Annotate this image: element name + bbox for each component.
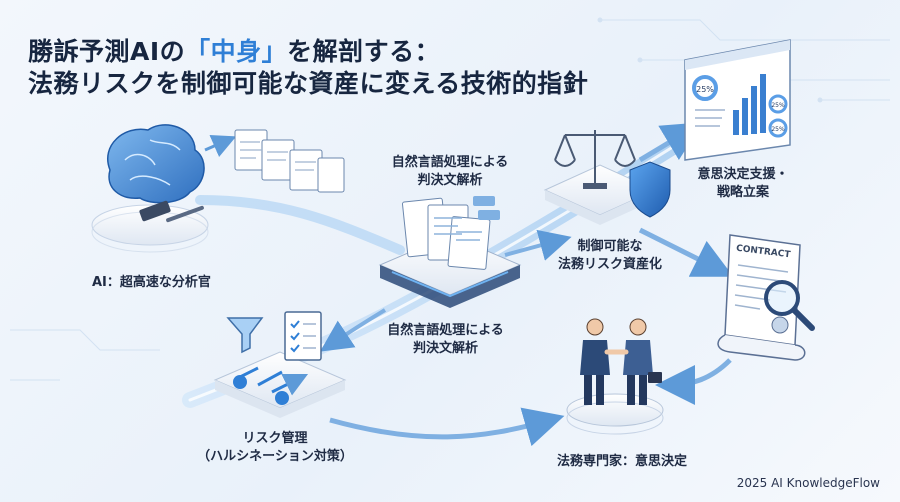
label-nlp-top-line1: 自然言語処理による	[391, 155, 509, 170]
ai-brain-node	[91, 124, 209, 253]
contract-document: CONTRACT	[717, 234, 815, 361]
check-circle-icon	[275, 391, 289, 405]
dashboard-bar	[742, 98, 748, 135]
arrow-to-asset	[504, 229, 572, 261]
brain-icon	[107, 124, 205, 204]
gauge-value-2: 25%	[771, 102, 785, 109]
shield-icon	[629, 161, 671, 218]
label-ai: AI：超高速な分析官	[92, 275, 211, 290]
dashboard-bar	[760, 74, 766, 133]
checklist-icon	[284, 311, 322, 361]
arrow-center-to-risk	[320, 308, 387, 352]
title-accent: 「中身」	[185, 37, 288, 66]
expert-platform	[566, 318, 664, 435]
magnifier-icon	[764, 280, 815, 331]
arrow-to-contract	[638, 227, 734, 277]
label-nlp-top: 自然言語処理による 判決文解析	[385, 154, 515, 190]
label-risk: リスク管理 （ハルシネーション対策）	[195, 430, 355, 466]
risk-management-platform	[213, 311, 347, 418]
label-nlp-top-line2: 判決文解析	[417, 173, 483, 188]
person-right-icon	[623, 318, 662, 405]
dashboard-bar	[751, 86, 757, 134]
title-prefix: 勝訴予測AIの	[28, 37, 186, 66]
docs-arrow	[204, 134, 237, 157]
arrow-contract-to-expert	[655, 358, 732, 405]
briefcase-icon	[648, 372, 662, 383]
label-asset: 制御可能な 法務リスク資産化	[545, 238, 675, 274]
label-decision-line2: 戦略立案	[716, 185, 769, 200]
gauge-value-1: 25%	[696, 85, 714, 94]
arrow-risk-to-expert	[329, 407, 565, 447]
title-line-2: 法務リスクを制御可能な資産に変える技術的指針	[28, 69, 589, 98]
arrow-to-decision	[638, 122, 703, 163]
label-nlp-bottom-line1: 自然言語処理による	[387, 323, 504, 338]
copyright: 2025 AI KnowledgeFlow	[736, 476, 880, 490]
label-decision: 意思決定支援・ 戦略立案	[688, 166, 798, 202]
funnel-icon	[226, 317, 264, 354]
label-asset-line1: 制御可能な	[577, 239, 643, 254]
label-decision-line1: 意思決定支援・	[697, 167, 789, 182]
stacked-documents-icon	[401, 196, 500, 270]
scales-icon	[554, 130, 636, 189]
person-left-icon	[580, 318, 610, 405]
title-line-1: 勝訴予測AIの「中身」を解剖する：	[28, 32, 440, 68]
gauge-value-3: 25%	[771, 126, 785, 133]
label-nlp-bottom: 自然言語処理による 判決文解析	[378, 322, 513, 358]
label-risk-line2: （ハルシネーション対策）	[197, 449, 353, 464]
dashboard-screen: 25% 25% 25%	[684, 39, 791, 161]
title-suffix: を解剖する：	[287, 37, 441, 66]
label-expert: 法務専門家：意思決定	[556, 454, 687, 469]
data-stream-top	[195, 195, 405, 255]
check-circle-icon	[233, 375, 247, 389]
documents-icon	[234, 129, 345, 193]
label-nlp-bottom-line2: 判決文解析	[412, 341, 478, 356]
dashboard-bar	[733, 110, 739, 135]
justice-platform	[543, 130, 671, 225]
gavel-icon	[139, 200, 204, 223]
nlp-center-platform	[378, 196, 522, 308]
label-risk-line1: リスク管理	[242, 431, 308, 446]
label-asset-line2: 法務リスク資産化	[557, 257, 662, 272]
